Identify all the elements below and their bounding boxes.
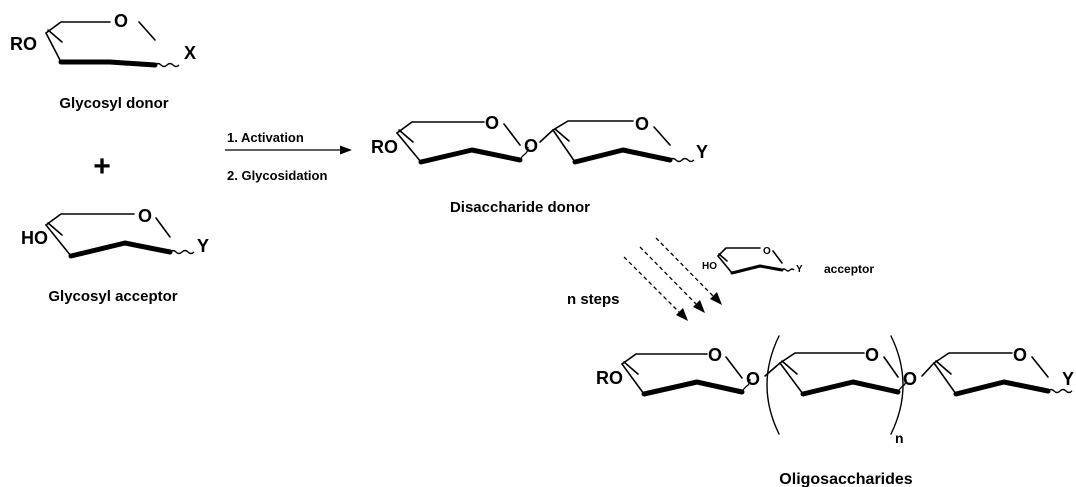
disaccharide-donor-caption: Disaccharide donor [450, 199, 590, 216]
donor-ro-substituent: RO [10, 34, 37, 54]
oligo-linkage-oxygen-2: O [903, 369, 917, 389]
acceptor-label: acceptor [824, 262, 874, 276]
plus-sign: + [93, 150, 111, 183]
n-steps-label: n steps [567, 291, 620, 308]
repeat-subscript: n [895, 430, 904, 446]
glycosyl-donor-structure: O RO X [10, 11, 196, 68]
small-acceptor-ho-group: HO [702, 261, 717, 272]
small-acceptor-ring-oxygen: O [763, 246, 771, 257]
glycosyl-acceptor-caption: Glycosyl acceptor [48, 288, 177, 305]
disaccharide-structure: O RO O O Y [371, 113, 708, 165]
disaccharide-ring-oxygen-2: O [635, 114, 649, 134]
reaction-arrow [225, 145, 352, 155]
donor-ring-oxygen: O [114, 11, 128, 31]
glycosyl-donor-caption: Glycosyl donor [59, 95, 168, 112]
small-acceptor-structure: O HO Y [702, 246, 803, 275]
oligo-ring-oxygen-2: O [865, 345, 879, 365]
disaccharide-aglycone: Y [696, 142, 708, 162]
oligo-aglycone: Y [1062, 369, 1074, 389]
iteration-arrows [623, 237, 722, 321]
glycosyl-acceptor-structure: O HO Y [21, 206, 209, 259]
oligo-ring-oxygen-3: O [1013, 345, 1027, 365]
oligo-ring-oxygen-1: O [708, 345, 722, 365]
donor-leaving-group: X [184, 43, 196, 63]
disaccharide-ro-substituent: RO [371, 137, 398, 157]
condition-step-2: 2. Glycosidation [227, 168, 327, 183]
small-acceptor-aglycone: Y [796, 264, 803, 275]
acceptor-aglycone: Y [197, 236, 209, 256]
oligo-ro-substituent: RO [596, 368, 623, 388]
acceptor-ring-oxygen: O [138, 206, 152, 226]
oligosaccharide-structure: O RO O n O O O Y [596, 335, 1074, 446]
disaccharide-linkage-oxygen: O [524, 136, 538, 156]
oligo-linkage-oxygen-1: O [746, 369, 760, 389]
disaccharide-ring-oxygen-1: O [485, 113, 499, 133]
condition-step-1: 1. Activation [227, 130, 304, 145]
oligosaccharides-caption: Oligosaccharides [779, 471, 912, 487]
acceptor-ho-group: HO [21, 228, 48, 248]
